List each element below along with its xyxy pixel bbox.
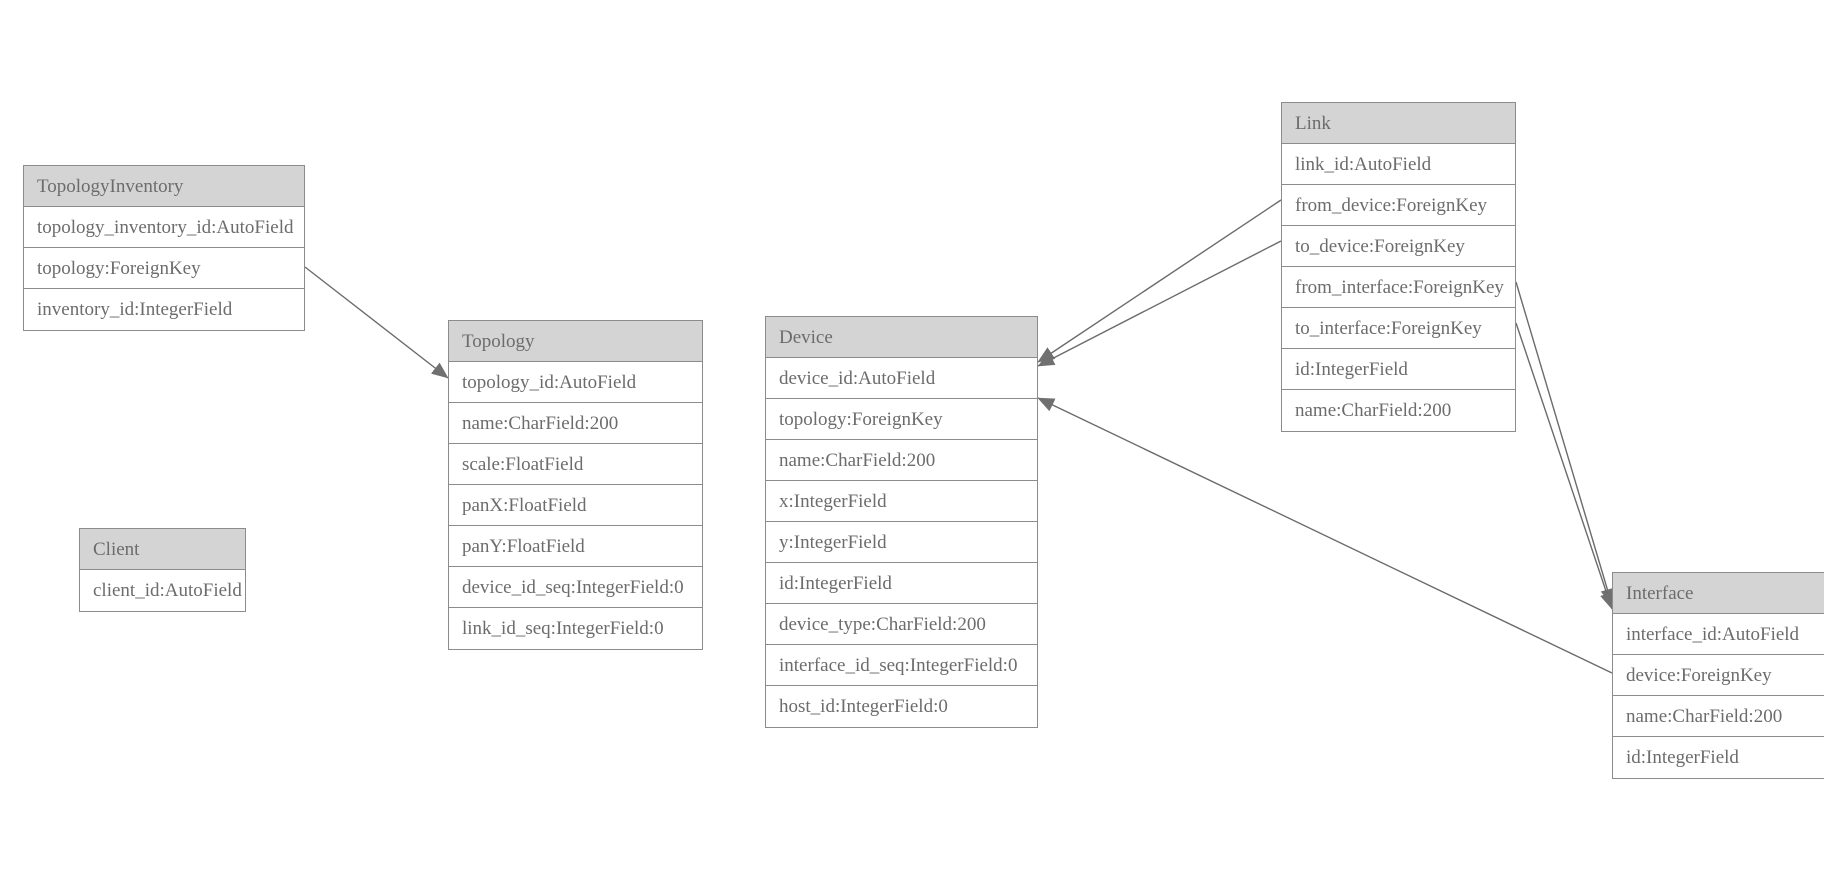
entity-field: topology:ForeignKey [766,399,1037,440]
entity-field: panX:FloatField [449,485,702,526]
entity-field: id:IntegerField [1613,737,1824,778]
entity-field: name:CharField:200 [1613,696,1824,737]
entity-field: y:IntegerField [766,522,1037,563]
entity-field: device_id_seq:IntegerField:0 [449,567,702,608]
entity-field: interface_id_seq:IntegerField:0 [766,645,1037,686]
entity-field: id:IntegerField [766,563,1037,604]
entity-title-device: Device [766,317,1037,358]
entity-field: device:ForeignKey [1613,655,1824,696]
entity-title-link: Link [1282,103,1515,144]
entity-field: device_id:AutoField [766,358,1037,399]
entity-field: scale:FloatField [449,444,702,485]
entity-field: interface_id:AutoField [1613,614,1824,655]
relation-edge-link-from_interface-to-interface [1515,281,1615,606]
entity-field: inventory_id:IntegerField [24,289,304,330]
entity-field: link_id:AutoField [1282,144,1515,185]
entity-field: name:CharField:200 [766,440,1037,481]
relation-edge-link-from_device-to-device [1037,199,1282,363]
entity-field: topology_id:AutoField [449,362,702,403]
entity-field: topology:ForeignKey [24,248,304,289]
entity-field: panY:FloatField [449,526,702,567]
relation-edge-topologyinventory-to-topology [304,266,449,379]
relation-edge-interface-device-to-device [1037,397,1613,674]
entity-field: link_id_seq:IntegerField:0 [449,608,702,649]
entity-field: topology_inventory_id:AutoField [24,207,304,248]
relation-edge-link-to_device-to-device [1037,240,1282,367]
entity-field: device_type:CharField:200 [766,604,1037,645]
entity-field: id:IntegerField [1282,349,1515,390]
entity-field: from_interface:ForeignKey [1282,267,1515,308]
entity-field-list-client: client_id:AutoField [80,570,245,611]
entity-field: x:IntegerField [766,481,1037,522]
entity-title-topology: Topology [449,321,702,362]
entity-field: host_id:IntegerField:0 [766,686,1037,727]
entity-field: client_id:AutoField [80,570,245,611]
entity-field: from_device:ForeignKey [1282,185,1515,226]
entity-field: to_interface:ForeignKey [1282,308,1515,349]
relation-edge-link-to_interface-to-interface [1515,322,1614,610]
entity-field: to_device:ForeignKey [1282,226,1515,267]
entity-title-client: Client [80,529,245,570]
entity-title-interface: Interface [1613,573,1824,614]
entity-field: name:CharField:200 [1282,390,1515,431]
entity-title-topologyinventory: TopologyInventory [24,166,304,207]
entity-field: name:CharField:200 [449,403,702,444]
